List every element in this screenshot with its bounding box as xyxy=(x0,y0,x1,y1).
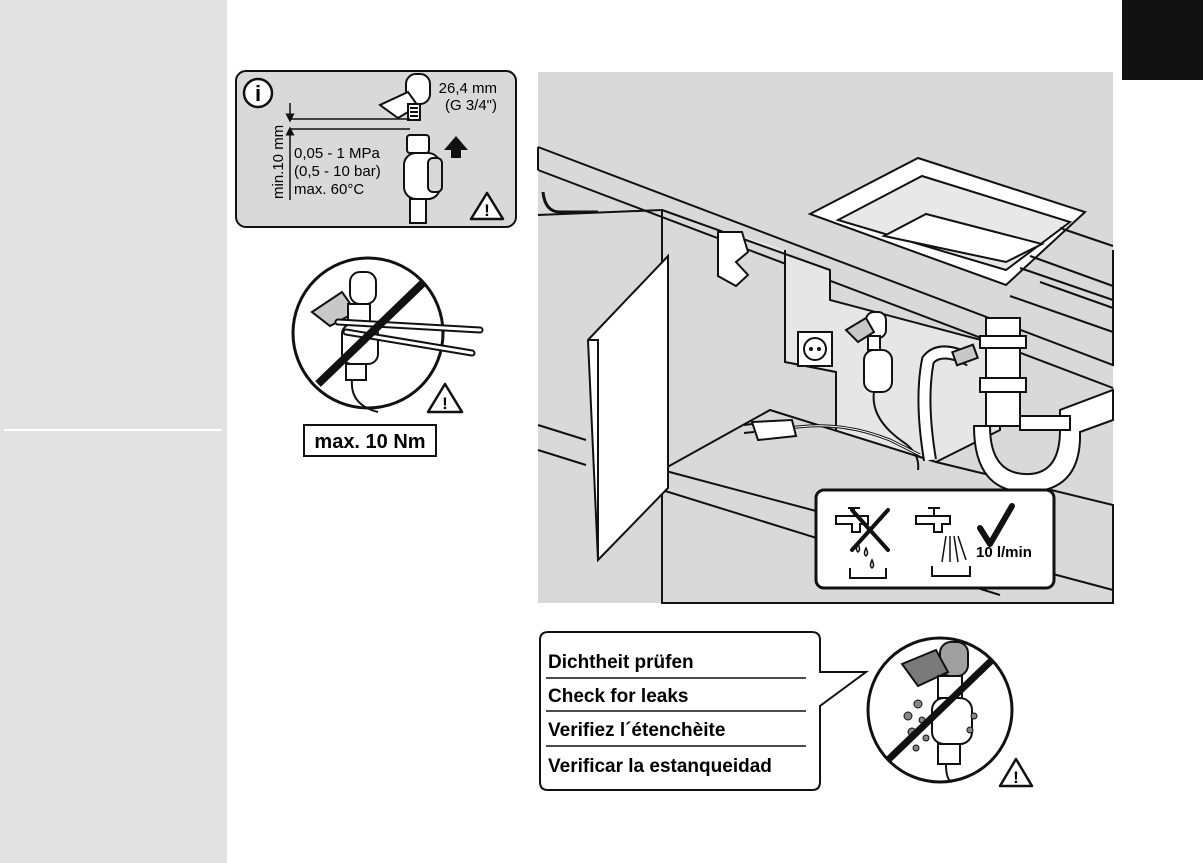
max-temp-text: max. 60°C xyxy=(294,181,364,198)
info-icon: i xyxy=(244,79,272,107)
leak-check-german: Dichtheit prüfen xyxy=(548,652,694,673)
torque-warning-illustration: ! max. 10 Nm xyxy=(293,258,480,456)
thread-size-text: 26,4 mm xyxy=(439,80,497,97)
torque-label: max. 10 Nm xyxy=(314,431,425,453)
warning-icon: ! xyxy=(1000,759,1032,787)
socket-icon xyxy=(798,332,832,366)
thread-standard-text: (G 3/4") xyxy=(445,97,497,114)
min-distance-text: min.10 mm xyxy=(270,125,287,199)
svg-text:!: ! xyxy=(484,201,490,220)
leak-check-spanish: Verificar la estanqueidad xyxy=(548,756,772,777)
pressure-mpa-text: 0,05 - 1 MPa xyxy=(294,145,381,162)
flow-rate-inset: 10 l/min xyxy=(816,490,1054,588)
leak-check-french: Verifiez l´étenchèite xyxy=(548,720,725,741)
leak-warning-illustration: ! xyxy=(868,638,1032,787)
svg-text:!: ! xyxy=(442,394,448,413)
info-glyph: i xyxy=(255,81,261,106)
info-panel: i 26,4 mm (G 3/4") min.10 mm 0,05 - 1 MP… xyxy=(236,71,516,227)
flow-rate-text: 10 l/min xyxy=(976,544,1032,561)
svg-text:!: ! xyxy=(1013,768,1019,787)
pressure-bar-text: (0,5 - 10 bar) xyxy=(294,163,381,180)
leak-check-english: Check for leaks xyxy=(548,686,688,707)
leak-check-callout: Dichtheit prüfen Check for leaks Verifie… xyxy=(540,632,866,790)
installation-scene: 10 l/min xyxy=(538,72,1113,603)
warning-icon: ! xyxy=(428,384,462,413)
